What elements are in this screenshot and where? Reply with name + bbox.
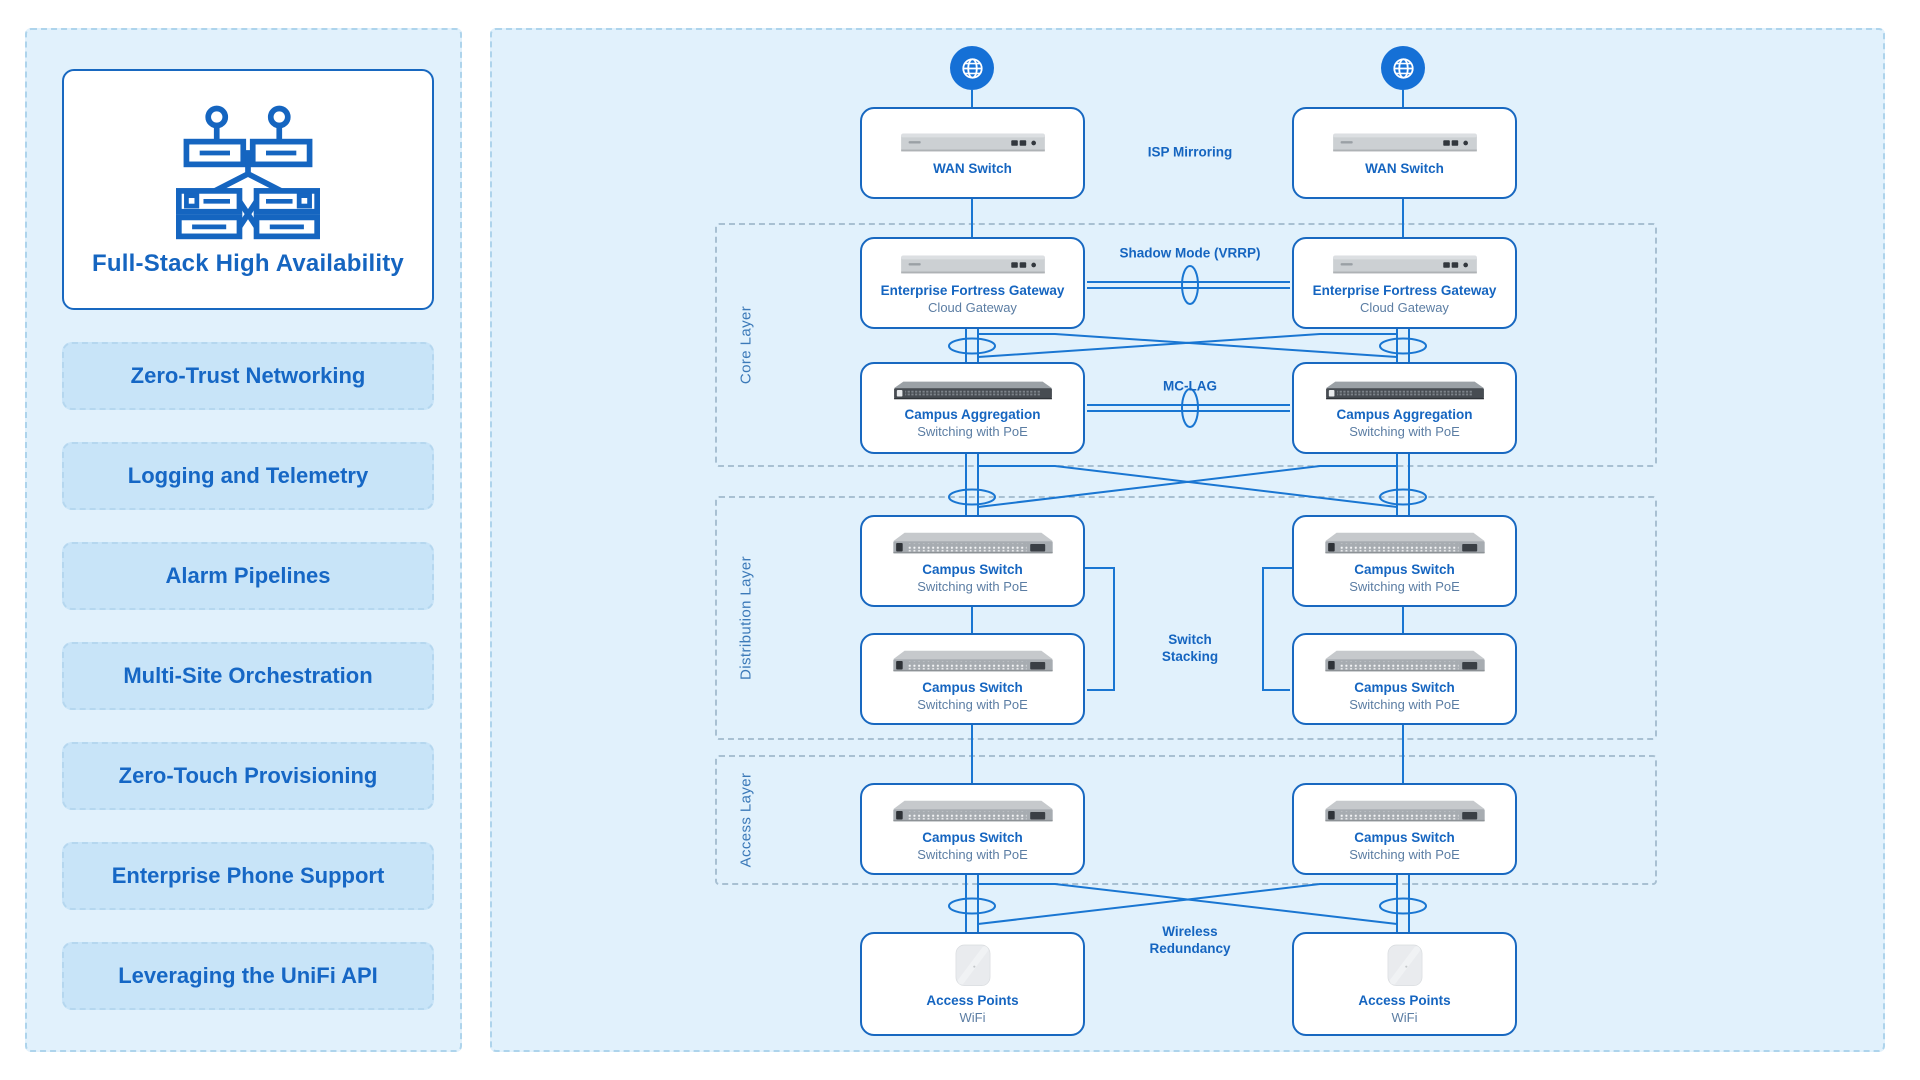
node-gateway-right: Enterprise Fortress Gateway Cloud Gatewa… xyxy=(1292,237,1517,329)
sidebar-item-label: Zero-Trust Networking xyxy=(130,363,366,388)
node-title: Access Points xyxy=(1358,992,1451,1008)
node-access-points-right: Access Points WiFi xyxy=(1292,932,1517,1036)
node-subtitle: Switching with PoE xyxy=(1349,846,1460,862)
sidebar-item-label: Enterprise Phone Support xyxy=(111,863,385,888)
node-wan-switch-left: WAN Switch xyxy=(860,107,1085,199)
node-subtitle: Switching with PoE xyxy=(917,846,1028,862)
node-aggregation-right: Campus Aggregation Switching with PoE xyxy=(1292,362,1517,454)
sidebar-item-label: Zero-Touch Provisioning xyxy=(118,763,378,788)
sidebar-item-label: Multi-Site Orchestration xyxy=(123,663,373,688)
internet-node-left xyxy=(950,46,994,90)
node-title: Enterprise Fortress Gateway xyxy=(1312,282,1497,298)
node-wan-switch-right: WAN Switch xyxy=(1292,107,1517,199)
wireless-redundancy-label: Wireless Redundancy xyxy=(1149,924,1231,956)
node-campus-switch-dist1-right: Campus Switch Switching with PoE xyxy=(1292,515,1517,607)
distribution-layer-label: Distribution Layer xyxy=(737,556,755,680)
high-availability-icon xyxy=(176,105,320,239)
node-title: Campus Aggregation xyxy=(1336,406,1473,422)
sidebar-item-label: Leveraging the UniFi API xyxy=(118,963,378,988)
campus-switch-image xyxy=(883,528,1063,558)
node-subtitle: Switching with PoE xyxy=(1349,696,1460,712)
access-point-image xyxy=(952,943,994,989)
campus-switch-image xyxy=(1315,528,1495,558)
node-title: WAN Switch xyxy=(933,160,1012,176)
campus-switch-image xyxy=(1315,796,1495,826)
node-subtitle: Cloud Gateway xyxy=(1360,299,1449,315)
node-title: Campus Switch xyxy=(1354,829,1455,845)
sidebar-item-alarm-pipelines[interactable]: Alarm Pipelines xyxy=(62,542,434,610)
node-subtitle: Switching with PoE xyxy=(917,423,1028,439)
node-title: Access Points xyxy=(926,992,1019,1008)
wan-switch-image xyxy=(893,129,1053,157)
campus-switch-image xyxy=(883,796,1063,826)
node-title: WAN Switch xyxy=(1365,160,1444,176)
campus-switch-image xyxy=(1315,646,1495,676)
shadow-mode-vrrp-label: Shadow Mode (VRRP) xyxy=(1119,245,1261,261)
mc-lag-label: MC-LAG xyxy=(1163,378,1217,394)
node-campus-switch-dist2-right: Campus Switch Switching with PoE xyxy=(1292,633,1517,725)
sidebar-item-enterprise-phone-support[interactable]: Enterprise Phone Support xyxy=(62,842,434,910)
aggregation-switch-image xyxy=(1315,377,1495,403)
node-title: Campus Switch xyxy=(1354,561,1455,577)
cloud-gateway-image xyxy=(1325,251,1485,279)
node-title: Campus Switch xyxy=(1354,679,1455,695)
node-title: Campus Switch xyxy=(922,829,1023,845)
node-access-points-left: Access Points WiFi xyxy=(860,932,1085,1036)
core-layer-label: Core Layer xyxy=(737,305,755,385)
sidebar-item-multi-site-orchestration[interactable]: Multi-Site Orchestration xyxy=(62,642,434,710)
node-campus-switch-access-right: Campus Switch Switching with PoE xyxy=(1292,783,1517,875)
node-subtitle: Switching with PoE xyxy=(917,578,1028,594)
sidebar-item-full-stack-high-availability[interactable]: Full-Stack High Availability xyxy=(62,69,434,310)
internet-node-right xyxy=(1381,46,1425,90)
sidebar-item-logging-and-telemetry[interactable]: Logging and Telemetry xyxy=(62,442,434,510)
isp-mirroring-label: ISP Mirroring xyxy=(1147,144,1233,160)
node-title: Enterprise Fortress Gateway xyxy=(880,282,1065,298)
sidebar-item-label: Logging and Telemetry xyxy=(127,463,369,488)
node-campus-switch-access-left: Campus Switch Switching with PoE xyxy=(860,783,1085,875)
node-subtitle: Switching with PoE xyxy=(1349,578,1460,594)
node-campus-switch-dist2-left: Campus Switch Switching with PoE xyxy=(860,633,1085,725)
node-subtitle: WiFi xyxy=(959,1009,986,1025)
node-subtitle: Switching with PoE xyxy=(917,696,1028,712)
sidebar-item-zero-touch-provisioning[interactable]: Zero-Touch Provisioning xyxy=(62,742,434,810)
campus-switch-image xyxy=(883,646,1063,676)
sidebar-item-label: Alarm Pipelines xyxy=(165,563,331,588)
sidebar-item-leveraging-the-unifi-api[interactable]: Leveraging the UniFi API xyxy=(62,942,434,1010)
access-point-image xyxy=(1384,943,1426,989)
globe-icon xyxy=(1390,55,1417,82)
aggregation-switch-image xyxy=(883,377,1063,403)
node-title: Campus Switch xyxy=(922,561,1023,577)
node-title: Campus Switch xyxy=(922,679,1023,695)
wan-switch-image xyxy=(1325,129,1485,157)
node-subtitle: Cloud Gateway xyxy=(928,299,1017,315)
sidebar-card-title: Full-Stack High Availability xyxy=(92,249,404,277)
cloud-gateway-image xyxy=(893,251,1053,279)
node-title: Campus Aggregation xyxy=(904,406,1041,422)
node-campus-switch-dist1-left: Campus Switch Switching with PoE xyxy=(860,515,1085,607)
switch-stacking-label: Switch Stacking xyxy=(1161,632,1219,664)
node-aggregation-left: Campus Aggregation Switching with PoE xyxy=(860,362,1085,454)
feature-sidebar: Full-Stack High Availability Zero-Trust … xyxy=(25,28,462,1052)
globe-icon xyxy=(959,55,986,82)
node-subtitle: Switching with PoE xyxy=(1349,423,1460,439)
access-layer-label: Access Layer xyxy=(737,772,755,868)
node-subtitle: WiFi xyxy=(1391,1009,1418,1025)
sidebar-item-zero-trust-networking[interactable]: Zero-Trust Networking xyxy=(62,342,434,410)
node-gateway-left: Enterprise Fortress Gateway Cloud Gatewa… xyxy=(860,237,1085,329)
